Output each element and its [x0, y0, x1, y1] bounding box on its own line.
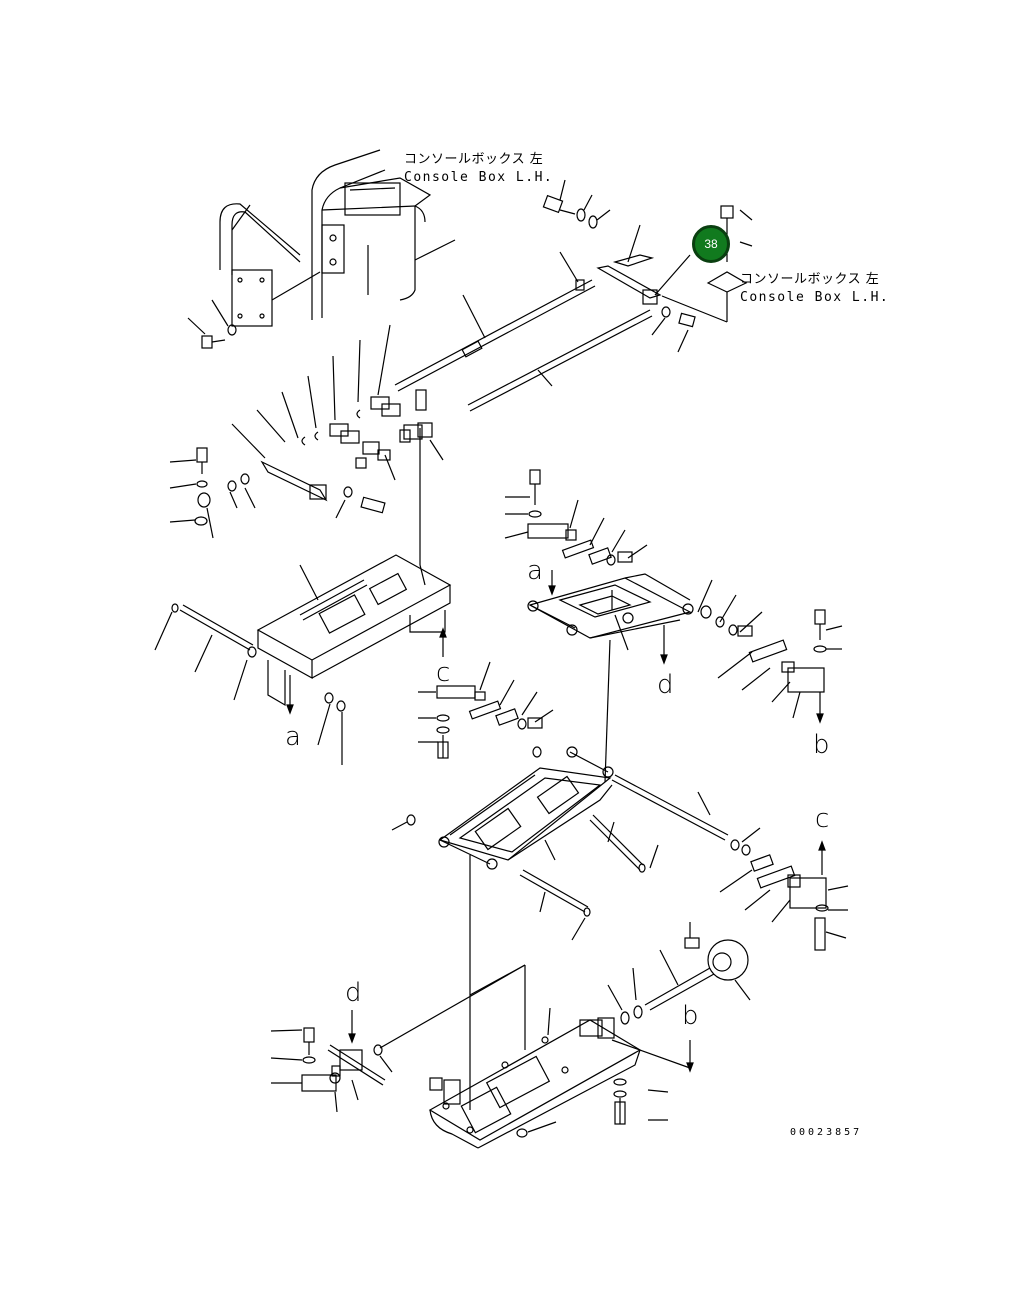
arrow-a-right: [548, 570, 556, 596]
ref-letter-c-upper: c: [436, 658, 451, 688]
guide-lines: [379, 639, 611, 1110]
handle-bolt: [187, 299, 237, 349]
upper-left-plate: [256, 554, 452, 707]
arrow-c-upper: [439, 627, 447, 657]
upper-right-bolt-stack: [504, 469, 648, 566]
ref-letter-b-upper: b: [813, 730, 830, 760]
lower-frame-pins: [519, 774, 729, 941]
ref-letter-b-lower: b: [682, 1001, 699, 1031]
grab-handle: [219, 203, 321, 327]
top-right-bolts: [542, 179, 611, 291]
right-block-c: [719, 827, 849, 951]
console-box-shell: [311, 149, 456, 320]
left-arm-link: [169, 447, 386, 539]
ref-letter-d-lower: d: [345, 978, 362, 1008]
ref-letter-a-lower: a: [285, 722, 301, 752]
base-bolt: [613, 1078, 669, 1125]
document-number: 00023857: [790, 1127, 863, 1138]
knob-assembly: [607, 922, 751, 1025]
lower-left-clamp: [270, 1010, 393, 1113]
middle-clamp-parts: [418, 661, 554, 759]
part-callout-38[interactable]: 38: [692, 225, 730, 263]
console-box-right-label-jp: コンソールボックス 左: [740, 272, 880, 287]
lower-scissor-frame: [391, 746, 614, 870]
arrow-d-upper: [660, 625, 668, 665]
ref-letter-c-lower: c: [815, 804, 830, 834]
lower-link-rod: [419, 309, 653, 610]
base-plate: [428, 1007, 694, 1149]
upper-right-frame: [527, 573, 694, 651]
right-console-attach: [661, 205, 753, 323]
left-clamp-parts: [231, 324, 444, 481]
ref-letter-d-upper: d: [657, 670, 674, 700]
upper-left-pin: [154, 603, 346, 765]
right-block-b: [697, 579, 843, 724]
console-bracket: [321, 224, 345, 274]
upper-link-rod: [394, 279, 596, 392]
console-box-right-label-en: Console Box L.H.: [740, 290, 890, 305]
ref-letter-a-upper: a: [527, 556, 543, 586]
console-box-top-label-jp: コンソールボックス 左: [404, 152, 544, 167]
console-box-top-label-en: Console Box L.H.: [404, 170, 554, 185]
arrow-a-upper: [286, 675, 294, 715]
top-right-link: [596, 224, 696, 353]
